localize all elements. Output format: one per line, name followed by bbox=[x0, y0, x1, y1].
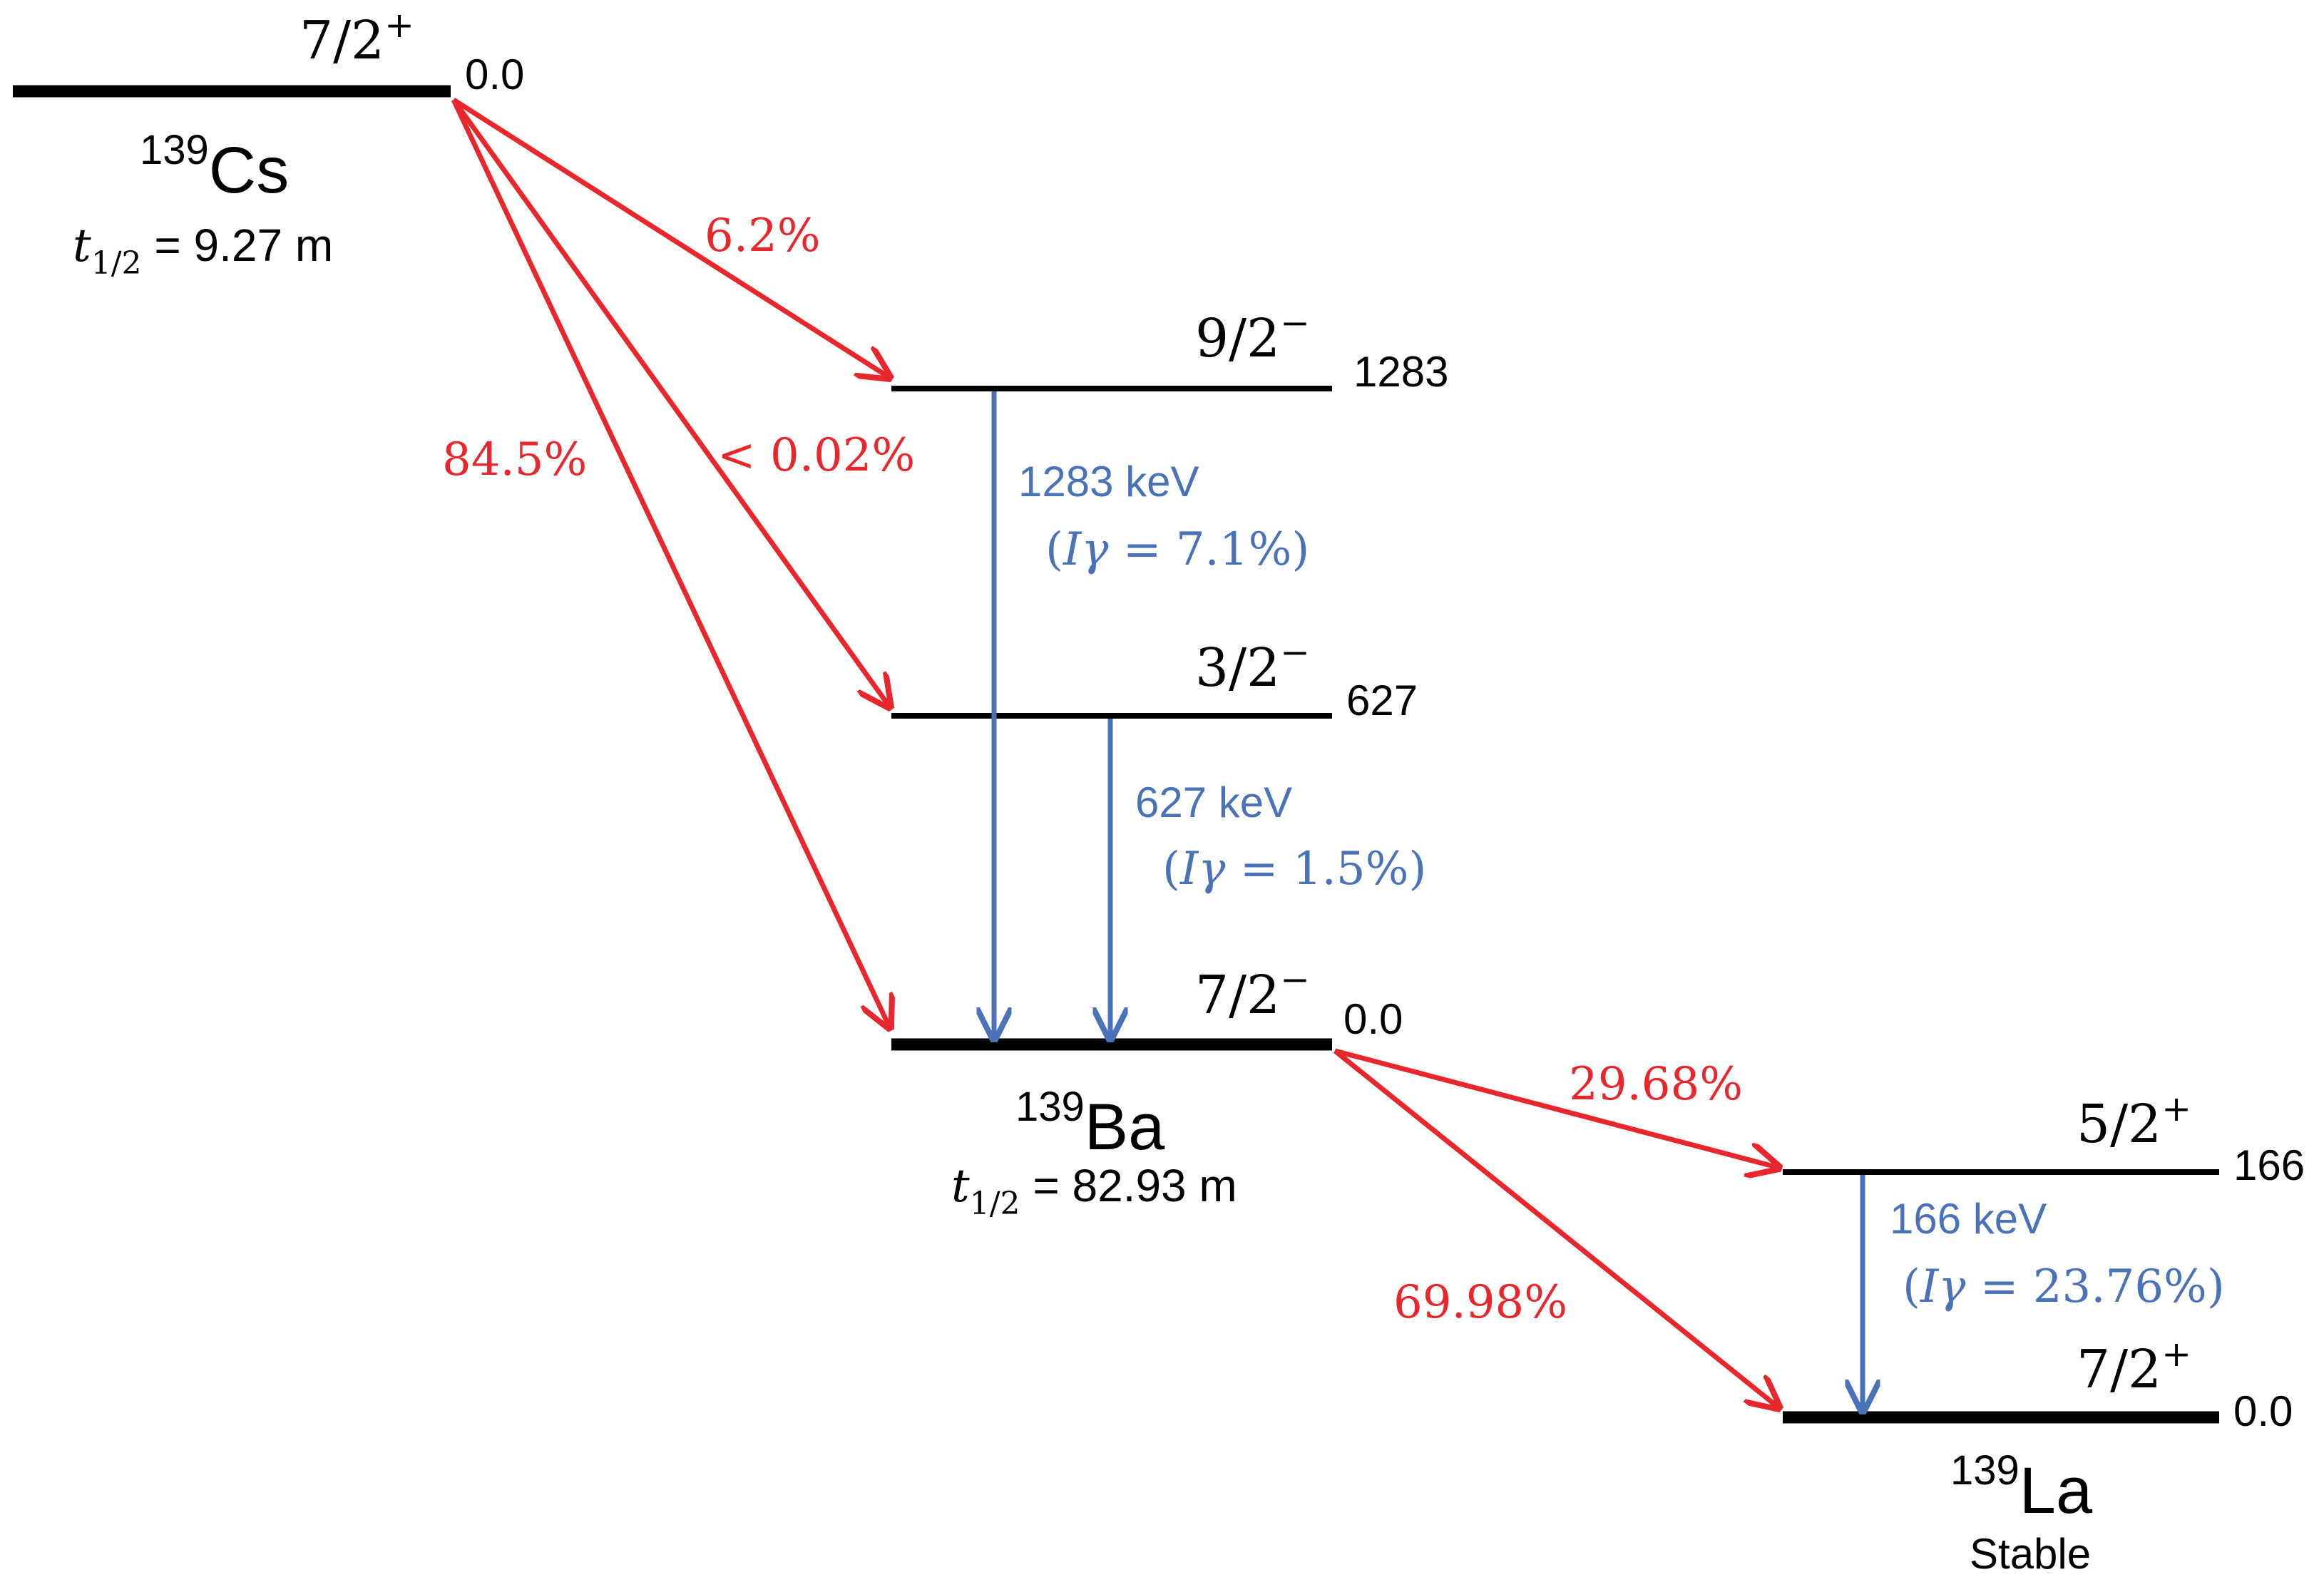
beta-arrow-cs-to-1283 bbox=[452, 98, 890, 378]
energy-label-cs-ground: 0.0 bbox=[465, 51, 524, 98]
energy-label-ba-ground: 0.0 bbox=[1343, 995, 1403, 1043]
gamma-intensity-label-627: (Iγ = 1.5%) bbox=[1162, 843, 1426, 895]
stable-label-la: Stable bbox=[1970, 1530, 2091, 1578]
energy-label-la-ground: 0.0 bbox=[2233, 1387, 2293, 1435]
beta-arrow-cs-to-627 bbox=[451, 98, 890, 707]
halflife-label-cs: t1/2 = 9.27 m bbox=[73, 220, 333, 282]
halflife-label-ba: t1/2 = 82.93 m bbox=[951, 1160, 1237, 1222]
beta-arrow-ba-to-166 bbox=[1334, 1048, 1779, 1168]
gamma-energy-label-627: 627 keV bbox=[1135, 779, 1292, 826]
spin-label-ba-ground: 7/2− bbox=[1195, 959, 1310, 1026]
nuclide-label-cs: 139Cs bbox=[140, 127, 289, 207]
beta-branch-label-cs-to-1283: 6.2% bbox=[705, 210, 821, 262]
spin-label-cs-ground: 7/2+ bbox=[300, 4, 414, 71]
beta-arrow-cs-to-ground bbox=[451, 98, 890, 1028]
nuclide-label-la: 139La bbox=[1950, 1447, 2093, 1527]
gamma-energy-label-1283: 1283 keV bbox=[1018, 458, 1199, 505]
beta-branch-label-cs-to-ground: 84.5% bbox=[442, 433, 587, 486]
beta-arrow-ba-to-ground bbox=[1333, 1049, 1779, 1408]
nuclide-label-ba: 139Ba bbox=[1015, 1084, 1165, 1164]
spin-label-ba-1283: 9/2− bbox=[1195, 302, 1310, 369]
beta-branch-label-ba-to-ground: 69.98% bbox=[1393, 1276, 1567, 1329]
spin-label-la-ground: 7/2+ bbox=[2077, 1333, 2191, 1400]
energy-label-ba-627: 627 bbox=[1346, 677, 1418, 724]
gamma-intensity-label-166: (Iγ = 23.76%) bbox=[1903, 1260, 2225, 1313]
beta-branch-label-ba-to-166: 29.68% bbox=[1569, 1058, 1743, 1111]
energy-label-ba-1283: 1283 bbox=[1353, 348, 1448, 396]
energy-label-la-166: 166 bbox=[2233, 1141, 2305, 1189]
beta-branch-label-cs-to-627: < 0.02% bbox=[717, 429, 915, 482]
gamma-energy-label-166: 166 keV bbox=[1890, 1195, 2047, 1243]
gamma-intensity-label-1283: (Iγ = 7.1%) bbox=[1045, 523, 1309, 576]
spin-label-la-166: 5/2+ bbox=[2077, 1088, 2191, 1155]
spin-label-ba-627: 3/2− bbox=[1195, 632, 1310, 699]
